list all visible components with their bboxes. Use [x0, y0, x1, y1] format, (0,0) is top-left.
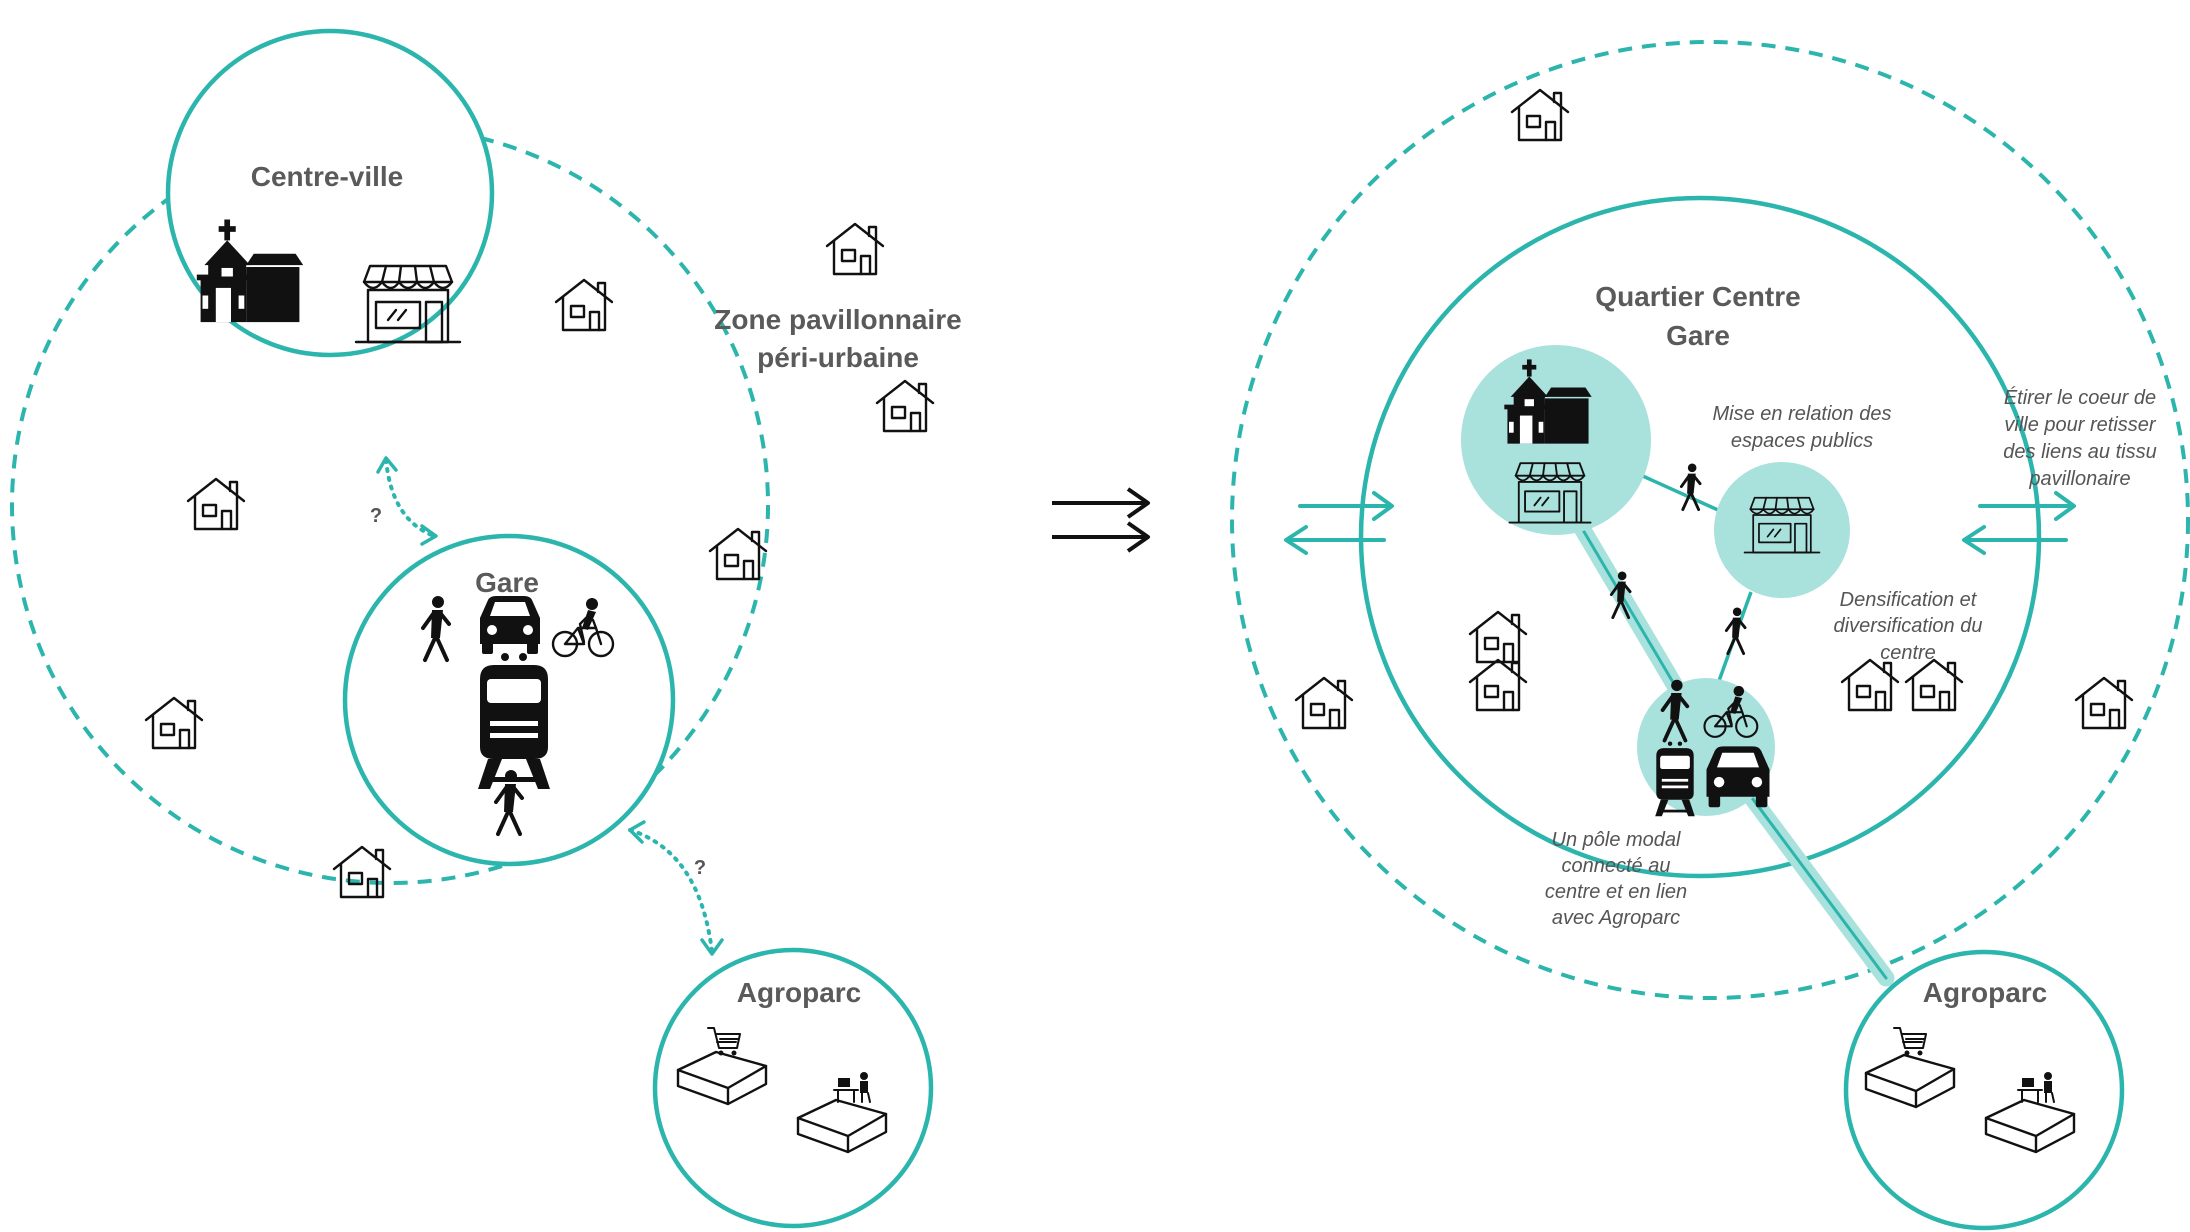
gare-label: Gare	[475, 567, 539, 598]
house-icon	[186, 477, 246, 531]
dotted-link-gare-agroparc	[628, 828, 714, 954]
agroparc-circle	[1843, 949, 2125, 1231]
agroparc-label: Agroparc	[737, 977, 861, 1008]
left-diagram: Centre-ville Gare Agroparc Zone pavillon…	[10, 28, 962, 1229]
double-arrow-icon	[1052, 487, 1150, 553]
exchange-arrows-left	[1284, 491, 1394, 555]
house-icon	[2074, 676, 2134, 730]
house-icon	[1510, 88, 1570, 142]
house-icon	[708, 527, 768, 581]
dotted-link-arrowhead	[700, 938, 724, 956]
centre-ville-label: Centre-ville	[251, 161, 404, 192]
house-icon	[332, 845, 392, 899]
house-icon	[144, 696, 204, 750]
annotation-line: Un pôle modal	[1552, 829, 1682, 851]
zone-label-line2: péri-urbaine	[757, 342, 919, 373]
dotted-link-arrowhead	[420, 524, 438, 546]
annotation-mise-en-relation: Mise en relation des espaces publics	[1713, 403, 1892, 452]
quartier-label-line1: Quartier Centre	[1595, 281, 1800, 312]
annotation-line: centre et en lien	[1545, 881, 1687, 903]
annotation-etirer: Étirer le coeur de ville pour retisser d…	[2003, 386, 2157, 490]
house-icon	[875, 379, 935, 433]
quartier-label-line2: Gare	[1666, 320, 1730, 351]
exchange-arrows-right	[1962, 491, 2076, 555]
extended-zone-circle	[1230, 40, 2190, 1000]
annotation-line: Étirer le coeur de	[2004, 386, 2156, 409]
house-icon	[1294, 676, 1354, 730]
house-icon	[554, 278, 614, 332]
zone-label-line1: Zone pavillonnaire	[714, 304, 961, 335]
shop-node-circle	[1714, 462, 1850, 598]
annotation-line: diversification du	[1834, 615, 1983, 637]
agroparc-circle	[652, 947, 934, 1229]
annotation-line: ville pour retisser	[2004, 414, 2157, 436]
annotation-line: connecté au	[1562, 855, 1671, 877]
house-icon	[825, 222, 885, 276]
question-mark: ?	[694, 857, 706, 879]
annotation-line: Densification et	[1840, 589, 1978, 611]
annotation-line: pavillonaire	[2028, 468, 2130, 490]
annotation-line: centre	[1880, 642, 1936, 664]
annotation-line: des liens au tissu	[2003, 441, 2156, 463]
annotation-densification: Densification et diversification du cent…	[1834, 589, 1983, 664]
annotation-pole-modal: Un pôle modal connecté au centre et en l…	[1545, 829, 1687, 929]
question-mark: ?	[370, 505, 382, 527]
dotted-link-arrowhead	[376, 456, 398, 474]
agroparc-label: Agroparc	[1923, 977, 2047, 1008]
annotation-line: Mise en relation des	[1713, 403, 1892, 425]
annotation-line: avec Agroparc	[1552, 907, 1680, 929]
dotted-link-arrowhead	[628, 820, 646, 844]
annotation-line: espaces publics	[1731, 430, 1873, 452]
right-diagram: Quartier Centre Gare Agroparc	[1230, 40, 2190, 1231]
dotted-link-centre-gare	[384, 458, 436, 538]
